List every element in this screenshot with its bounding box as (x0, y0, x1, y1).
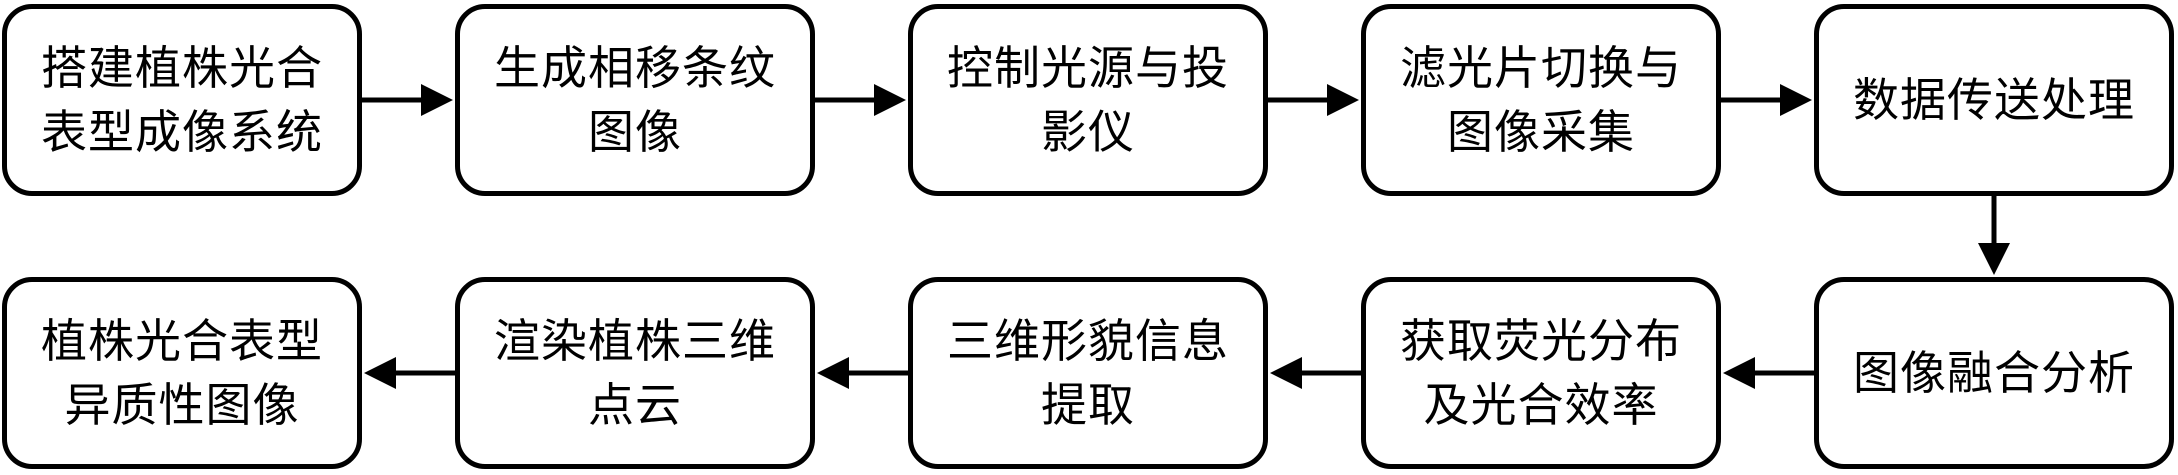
node-render-point-cloud: 渲染植株三维 点云 (455, 277, 815, 469)
node-image-fusion: 图像融合分析 (1814, 277, 2174, 469)
node-label: 三维形貌信息 提取 (947, 314, 1229, 432)
node-label: 获取荧光分布 及光合效率 (1400, 314, 1682, 432)
arrow-n6-n7 (1723, 357, 1814, 389)
node-label: 数据传送处理 (1853, 73, 2135, 127)
node-label: 渲染植株三维 点云 (494, 314, 776, 432)
node-label: 搭建植株光合 表型成像系统 (41, 41, 323, 159)
node-fluorescence-efficiency: 获取荧光分布 及光合效率 (1361, 277, 1721, 469)
arrow-n4-n5 (1721, 84, 1812, 116)
node-data-transfer: 数据传送处理 (1814, 4, 2174, 196)
arrow-n3-n4 (1268, 84, 1359, 116)
arrow-n7-n8 (1270, 357, 1361, 389)
arrow-n5-n6 (1978, 196, 2010, 275)
arrow-n9-n10 (364, 357, 455, 389)
node-generate-fringe-images: 生成相移条纹 图像 (455, 4, 815, 196)
arrow-n2-n3 (815, 84, 906, 116)
arrow-n8-n9 (817, 357, 908, 389)
node-build-imaging-system: 搭建植株光合 表型成像系统 (2, 4, 362, 196)
node-3d-morphology: 三维形貌信息 提取 (908, 277, 1268, 469)
node-label: 图像融合分析 (1853, 346, 2135, 400)
node-label: 滤光片切换与 图像采集 (1400, 41, 1682, 159)
node-label: 生成相移条纹 图像 (494, 41, 776, 159)
node-label: 植株光合表型 异质性图像 (41, 314, 323, 432)
node-filter-switch-capture: 滤光片切换与 图像采集 (1361, 4, 1721, 196)
node-control-light-projector: 控制光源与投 影仪 (908, 4, 1268, 196)
arrow-n1-n2 (362, 84, 453, 116)
node-label: 控制光源与投 影仪 (947, 41, 1229, 159)
node-heterogeneity-image: 植株光合表型 异质性图像 (2, 277, 362, 469)
